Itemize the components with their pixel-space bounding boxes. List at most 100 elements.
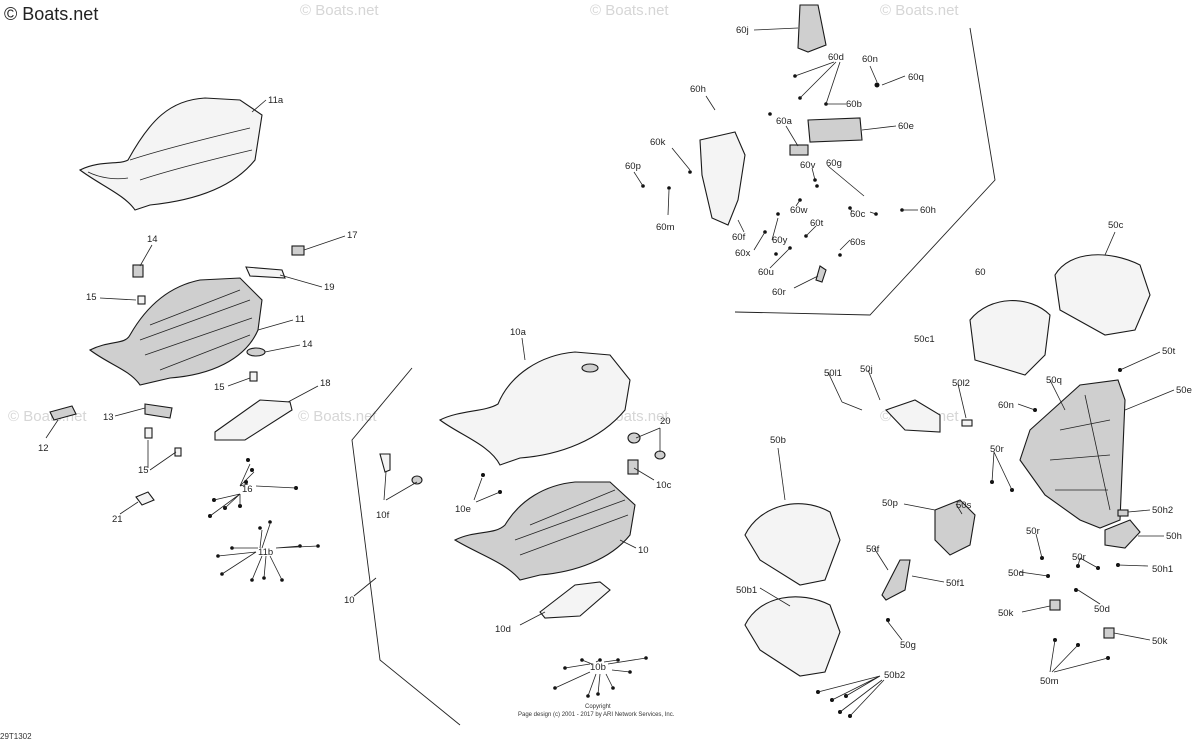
part-14b[interactable]: [246, 347, 266, 357]
callout-17: 17: [347, 230, 358, 241]
callout-50c: 50c: [1108, 220, 1124, 231]
callout-12: 12: [38, 443, 49, 454]
backrest-frame-50e[interactable]: [1019, 379, 1126, 529]
leader-lines: [45, 27, 1175, 717]
callout-19: 19: [324, 282, 335, 293]
callout-50r-c: 50r: [1072, 552, 1086, 563]
part-50f[interactable]: [881, 559, 911, 601]
callout-60c: 60c: [850, 209, 866, 220]
seat-50b1[interactable]: [744, 596, 841, 677]
backrest-50c[interactable]: [1054, 254, 1151, 336]
group-60-bracket: [734, 27, 996, 316]
callout-50b1: 50b1: [736, 585, 757, 596]
callout-10: 10: [344, 595, 355, 606]
callout-10b: 10b: [590, 662, 606, 673]
callout-60r: 60r: [772, 287, 786, 298]
seat-11a[interactable]: [78, 97, 263, 211]
callout-11: 11: [295, 314, 305, 325]
callout-18: 18: [320, 378, 331, 389]
part-10c[interactable]: [627, 459, 639, 475]
seat-10a[interactable]: [438, 351, 631, 466]
callout-60u: 60u: [758, 267, 774, 278]
part-60g[interactable]: [839, 175, 865, 197]
callout-10c: 10c: [656, 480, 672, 491]
callout-50d: 50d: [1008, 568, 1024, 579]
part-13[interactable]: [144, 403, 173, 419]
callout-10a: 10a: [510, 327, 527, 338]
callout-60w: 60w: [790, 205, 808, 216]
callout-60v: 60v: [800, 160, 816, 171]
part-20[interactable]: [627, 432, 666, 460]
callout-50f: 50f: [866, 544, 880, 555]
hardware-60: [641, 74, 904, 257]
part-18[interactable]: [214, 399, 293, 441]
callout-10-base: 10: [638, 545, 649, 556]
callout-60j: 60j: [736, 25, 749, 36]
part-17[interactable]: [291, 245, 305, 256]
callout-60y: 60y: [772, 235, 788, 246]
callout-50h: 50h: [1166, 531, 1182, 542]
watermark: © Boats.net: [298, 408, 377, 425]
callout-15b: 15: [214, 382, 225, 393]
callout-50b2: 50b2: [884, 670, 905, 681]
callout-50m: 50m: [1040, 676, 1059, 687]
part-21[interactable]: [135, 491, 155, 506]
callout-60d: 60d: [828, 52, 844, 63]
group-10-bracket: [351, 367, 461, 726]
part-60k[interactable]: [699, 131, 746, 226]
callout-50l2: 50l2: [952, 378, 970, 389]
part-14[interactable]: [132, 264, 144, 278]
callout-13: 13: [103, 412, 114, 423]
copyright-line-2: Page design (c) 2001 - 2017 by ARI Netwo…: [518, 712, 675, 718]
callout-10e: 10e: [455, 504, 471, 515]
backrest-50c1[interactable]: [969, 300, 1051, 376]
callout-50r: 50r: [990, 444, 1004, 455]
part-50p[interactable]: [934, 499, 976, 556]
part-50j[interactable]: [885, 399, 941, 433]
part-12[interactable]: [49, 405, 77, 421]
part-60a[interactable]: [789, 144, 809, 156]
part-15b[interactable]: [249, 371, 258, 382]
part-15c[interactable]: [144, 427, 182, 457]
copyright-line-1: Copyright: [585, 704, 611, 710]
part-60r[interactable]: [815, 265, 827, 283]
part-60j[interactable]: [797, 4, 827, 53]
callout-50h2: 50h2: [1152, 505, 1173, 516]
callout-15: 15: [86, 292, 97, 303]
callout-50k-b: 50k: [1152, 636, 1168, 647]
part-10e[interactable]: [481, 473, 502, 494]
part-19[interactable]: [245, 266, 286, 279]
callout-50j: 50j: [860, 364, 873, 375]
watermark-top-left: © Boats.net: [4, 4, 99, 24]
part-50l1[interactable]: [841, 401, 863, 411]
part-50h[interactable]: [1104, 519, 1141, 549]
callout-60q: 60q: [908, 72, 924, 83]
callout-16: 16: [242, 484, 253, 495]
part-60e[interactable]: [807, 117, 863, 143]
callout-50l1: 50l1: [824, 368, 842, 379]
callout-20: 20: [660, 416, 671, 427]
watermark: © Boats.net: [880, 2, 959, 19]
part-50h2[interactable]: [1117, 509, 1129, 517]
hardware-16: [208, 458, 298, 518]
part-10f[interactable]: [379, 453, 423, 485]
callout-50s: 50s: [956, 500, 972, 511]
callout-60s: 60s: [850, 237, 866, 248]
callout-60g: 60g: [826, 158, 842, 169]
part-50l2[interactable]: [961, 419, 973, 427]
seat-base-10[interactable]: [453, 481, 636, 581]
part-15[interactable]: [137, 295, 146, 305]
callout-21: 21: [112, 514, 123, 525]
callout-50q: 50q: [1046, 375, 1062, 386]
callout-50k: 50k: [998, 608, 1014, 619]
seat-50b[interactable]: [744, 503, 841, 586]
seat-base-11[interactable]: [88, 277, 263, 386]
callout-11b: 11b: [258, 547, 273, 558]
callout-11a: 11a: [268, 95, 284, 106]
callout-50t: 50t: [1162, 346, 1176, 357]
callout-60h-b: 60h: [920, 205, 936, 216]
part-10d[interactable]: [539, 581, 611, 619]
watermark: © Boats.net: [300, 2, 379, 19]
